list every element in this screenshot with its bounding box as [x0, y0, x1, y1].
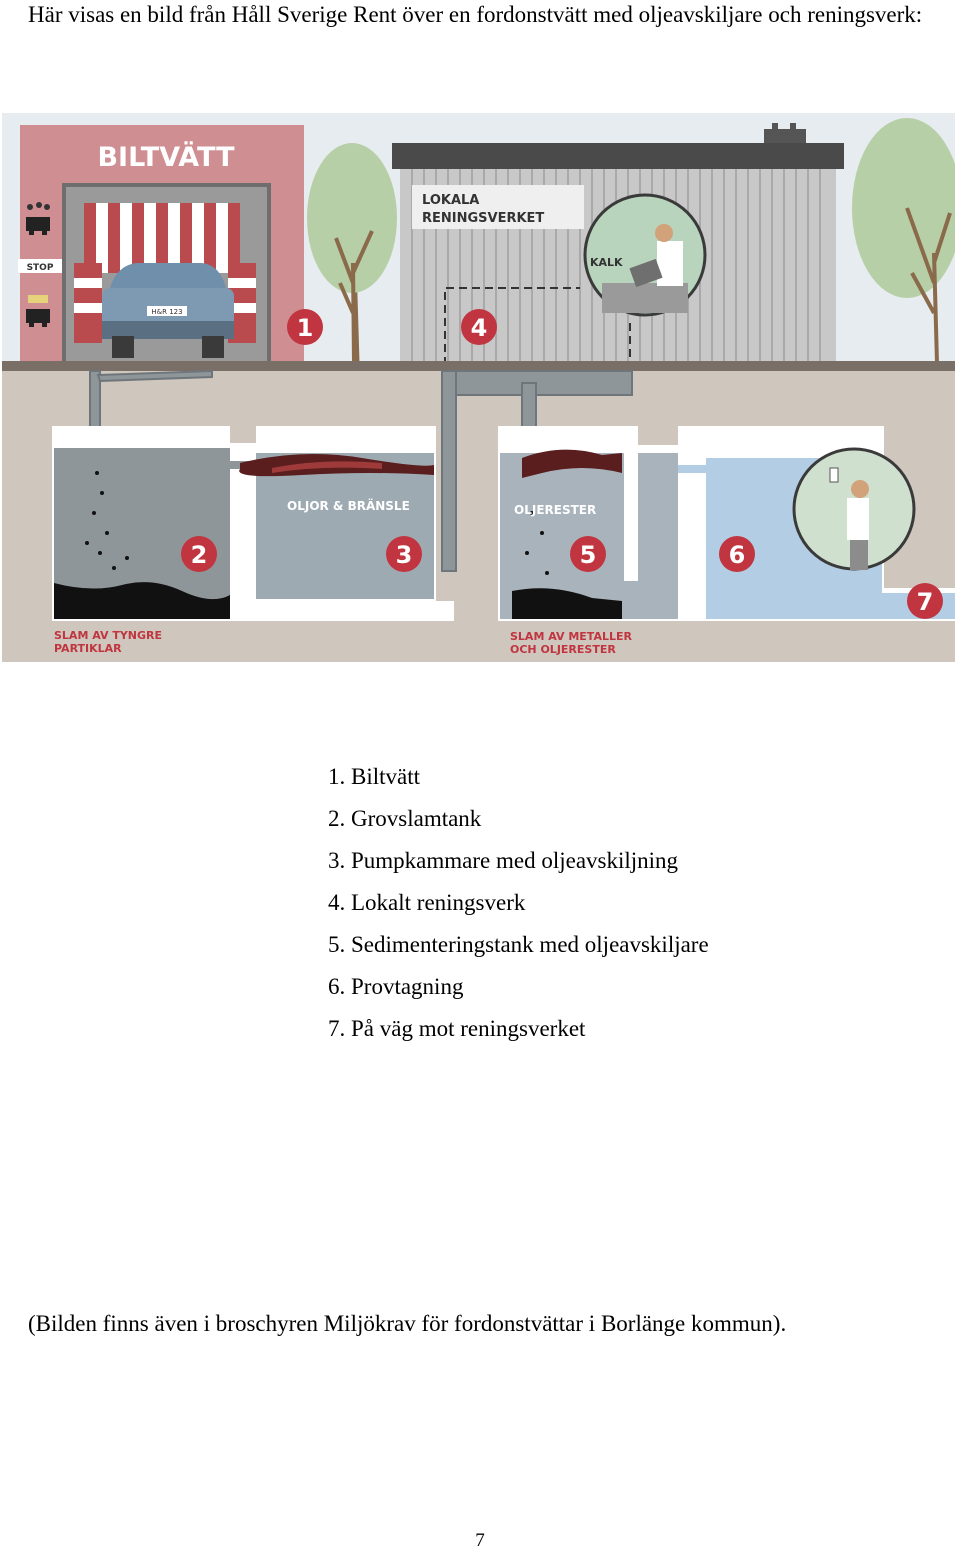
- tree-right: [852, 118, 955, 364]
- legend-item: 5. Sedimenteringstank med oljeavskiljare: [328, 932, 709, 957]
- tank-right: [498, 426, 955, 621]
- badge-5: 5: [570, 536, 606, 572]
- badge-7: 7: [907, 583, 943, 619]
- svg-text:6: 6: [729, 541, 746, 569]
- svg-text:5: 5: [580, 541, 597, 569]
- svg-text:3: 3: [396, 541, 413, 569]
- sign-stop: STOP: [27, 263, 54, 273]
- label-slam-tyngre-1: SLAM AV TYNGRE: [54, 629, 162, 642]
- tank-left: [52, 426, 454, 621]
- badge-3: 3: [386, 536, 422, 572]
- legend-item: 4. Lokalt reningsverk: [328, 890, 526, 915]
- page-number: 7: [475, 1530, 485, 1551]
- figure-legend: 1. Biltvätt 2. Grovslamtank 3. Pumpkamma…: [328, 756, 709, 1050]
- label-slam-metaller-2: OCH OLJERESTER: [510, 643, 616, 656]
- sign-lokala: LOKALA: [422, 193, 479, 208]
- legend-item: 3. Pumpkammare med oljeavskiljning: [328, 848, 679, 873]
- legend-item: 6. Provtagning: [328, 974, 464, 999]
- traffic-light-icon: [26, 202, 50, 235]
- legend-item: 2. Grovslamtank: [328, 806, 482, 831]
- sign-reningsverket: RENINGSVERKET: [422, 211, 544, 226]
- sampling-circle: [792, 447, 916, 571]
- badge-1: 1: [287, 309, 323, 345]
- legend-item: 1. Biltvätt: [328, 764, 420, 789]
- legend-item: 7. På väg mot reningsverket: [328, 1016, 586, 1041]
- figure-source-caption: (Bilden finns även i broschyren Miljökra…: [28, 1311, 787, 1336]
- label-slam-tyngre-2: PARTIKLAR: [54, 642, 122, 655]
- label-sparrvagg: SPÄRRVÄGG: [622, 460, 636, 528]
- svg-text:2: 2: [191, 541, 208, 569]
- label-oljor-bransle: OLJOR & BRÄNSLE: [287, 498, 410, 513]
- lime-dosing-circle: KALK: [583, 193, 707, 317]
- badge-2: 2: [181, 536, 217, 572]
- car-wash-diagram: H&R 123 BILTVÄTT STOP: [2, 113, 955, 662]
- svg-text:4: 4: [471, 314, 488, 342]
- badge-4: 4: [461, 309, 497, 345]
- label-oljerester: OLJERESTER: [514, 503, 596, 517]
- svg-text:1: 1: [297, 314, 314, 342]
- label-kalk: KALK: [590, 256, 623, 269]
- car-icon: [26, 295, 50, 327]
- car: H&R 123: [102, 263, 234, 358]
- badge-6: 6: [719, 536, 755, 572]
- tree-left: [307, 143, 397, 364]
- svg-text:7: 7: [917, 588, 934, 616]
- license-plate: H&R 123: [151, 308, 182, 316]
- label-slam-metaller-1: SLAM AV METALLER: [510, 630, 632, 643]
- sign-biltvatt: BILTVÄTT: [97, 141, 235, 173]
- intro-text: Här visas en bild från Håll Sverige Rent…: [28, 2, 923, 27]
- car-wash-building: H&R 123 BILTVÄTT STOP: [18, 125, 304, 367]
